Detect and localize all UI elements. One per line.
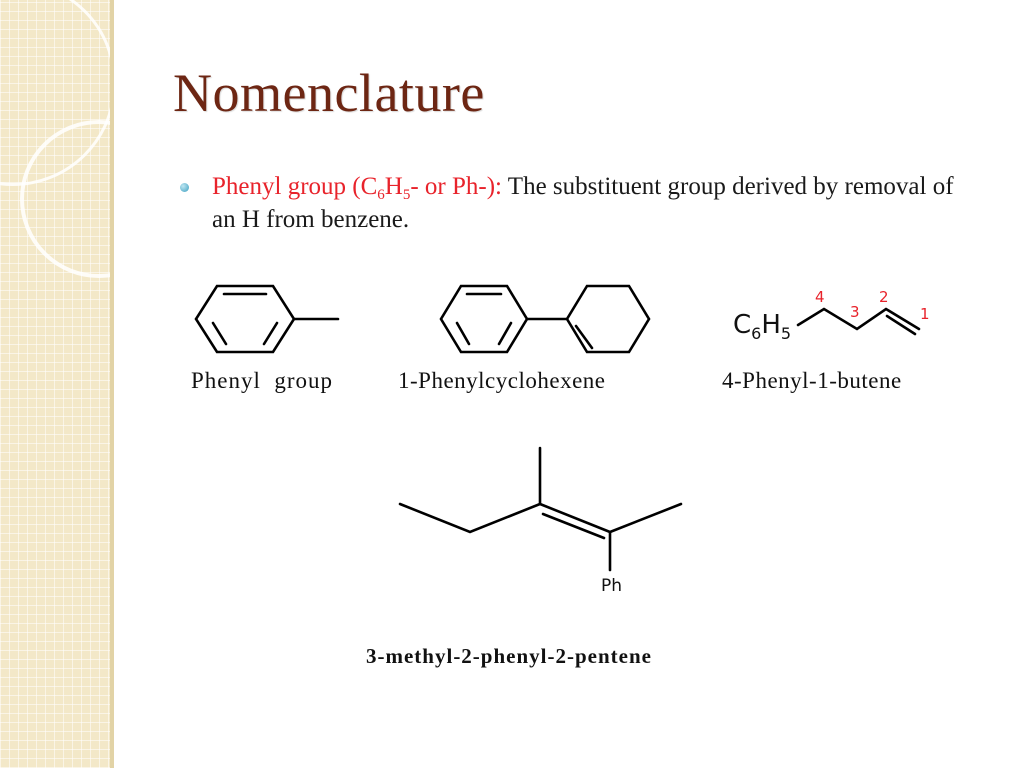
phenylbutene-label: 4-Phenyl-1-butene: [722, 368, 902, 393]
aromatic-bond: [262, 321, 279, 346]
butene-double-bond: [885, 314, 917, 336]
subscript-5: 5: [780, 324, 792, 343]
carbon-number-4: 4: [815, 288, 825, 306]
carbon-number-3: 3: [850, 303, 860, 321]
benzene-ring: [439, 284, 529, 354]
pentene-double-bond: [538, 502, 612, 534]
term-phenyl-group: Phenyl group (C6H5- or Ph-):: [212, 173, 502, 203]
ph-label: Ph: [601, 576, 623, 596]
term-subscript-5: 5: [402, 187, 411, 203]
aromatic-bond: [497, 321, 513, 346]
phenyl-group-label: Phenyl group: [191, 368, 334, 393]
phenylbutene-structure: [796, 307, 921, 336]
cyclohexene-double-bond: [574, 324, 594, 350]
slide-title: Nomenclature: [173, 63, 485, 123]
methylphenylpentene-label: 3-methyl-2-phenyl-2-pentene: [366, 644, 652, 668]
aromatic-bond: [455, 321, 471, 346]
decorative-side-band: [0, 0, 114, 768]
side-band-edge: [110, 0, 114, 768]
term-description: The substituent group derived by removal…: [212, 173, 954, 233]
butene-chain: [796, 307, 921, 331]
cyclohexene-ring: [565, 284, 651, 354]
aromatic-bond: [211, 321, 228, 346]
term-prefix: Phenyl group (C: [212, 173, 378, 200]
benzene-ring: [194, 284, 296, 354]
carbon-number-2: 2: [879, 288, 889, 306]
bullet-icon: [180, 183, 189, 192]
term-subscript-6: 6: [377, 187, 385, 203]
subscript-6: 6: [751, 324, 762, 343]
term-suffix: - or Ph-):: [410, 173, 502, 200]
pentene-end-bond: [608, 502, 683, 534]
pentene-chain: [398, 502, 542, 534]
methylphenylpentene-structure: [398, 446, 683, 572]
pentene-double-bond-inner: [541, 512, 606, 540]
phenylcyclohexene-structure: [439, 284, 651, 354]
phenyl-group-structure: [194, 284, 340, 354]
atom-c: C: [733, 310, 752, 340]
atom-h: H: [761, 310, 781, 340]
bullet-text: Phenyl group (C6H5- or Ph-): The substit…: [212, 170, 972, 236]
carbon-number-1: 1: [920, 305, 930, 323]
term-h: H: [384, 173, 403, 200]
phenyl-substituent-label: C6H5: [733, 310, 792, 343]
phenylcyclohexene-label: 1-Phenylcyclohexene: [398, 368, 606, 393]
